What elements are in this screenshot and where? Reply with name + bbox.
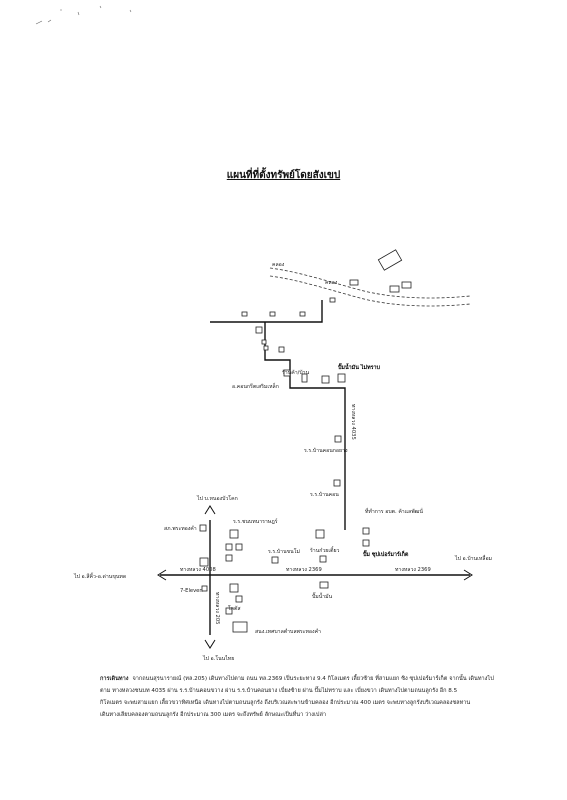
- gas-ptt-label: ปั๊มน้ำมัน: [312, 592, 333, 600]
- canal: [269, 267, 471, 307]
- directions-heading: การเดินทาง: [100, 676, 129, 682]
- school-pranat-label: ร.ร.ชนบทนาราษฎร์: [233, 518, 278, 525]
- building: [315, 529, 325, 539]
- to-south-label: ไป อ.โนนไทย: [202, 654, 234, 662]
- road-4035-label: ทางหลวง 4035: [350, 404, 356, 440]
- gas-station-label: ปั๊ม ซุปเปอร์มาร์เก็ต: [363, 550, 409, 558]
- arrow-east-icon: [463, 569, 473, 581]
- restaurant-label: ร้านก๋วยเตี๋ยว: [310, 546, 340, 554]
- building: [232, 621, 248, 633]
- building: [201, 585, 208, 592]
- school-ban-khon-ko-yang-label: ร.ร.บ้านคอนกอยาง: [304, 447, 348, 454]
- school-community-label: อ.คอนกรีตเสริมเหล็ก: [232, 382, 279, 390]
- building: [225, 543, 233, 551]
- building: [271, 556, 279, 564]
- seven-eleven-label: 7-Eleven: [180, 588, 203, 594]
- road-north: [210, 300, 323, 323]
- directions-line-1: จากถนนสุรนารายณ์ (ทล.205) เดินทางไปตาม ถ…: [132, 676, 494, 682]
- lotus-label: โลตัส: [228, 605, 241, 612]
- building: [263, 345, 269, 351]
- building: [283, 369, 291, 377]
- building: [319, 581, 329, 589]
- directions-line-4: เดินทางเลียบคลองตามถนนลูกรัง อีกประมาณ 3…: [100, 712, 327, 718]
- building: [255, 326, 263, 334]
- school-small-label: ร.ร.บ้านขนโม่: [268, 548, 300, 555]
- arrow-south-icon: [204, 639, 216, 649]
- building: [299, 311, 306, 317]
- building: [362, 527, 370, 535]
- directions-text: การเดินทางจากถนนสุรนารายณ์ (ทล.205) เดิน…: [100, 673, 500, 721]
- building: [269, 311, 276, 317]
- building: [229, 529, 239, 539]
- building: [199, 557, 209, 567]
- building: [199, 524, 207, 532]
- building: [229, 583, 239, 593]
- building: [389, 285, 400, 293]
- road-205-label: ทางหลวง 205: [214, 592, 220, 624]
- school-ban-khon-label: ร.ร.บ้านคอน: [310, 491, 339, 498]
- canal-label-right: คลอง: [325, 280, 338, 286]
- scan-marks: [35, 5, 132, 25]
- building: [401, 281, 412, 289]
- building: [362, 539, 370, 547]
- building: [235, 595, 243, 603]
- building: [225, 554, 233, 562]
- building: [377, 249, 403, 271]
- road-2369-label-b: ทางหลวง 2369: [395, 567, 431, 573]
- building: [278, 346, 285, 353]
- police-station-label: สภ.พระทองคำ: [164, 525, 197, 532]
- building: [319, 555, 327, 563]
- map-title: แผนที่ที่ตั้งทรัพย์โดยสังเขป: [226, 170, 341, 181]
- road-2369-label-a: ทางหลวง 2369: [286, 567, 322, 573]
- building: [301, 373, 308, 383]
- building: [225, 607, 233, 615]
- building: [235, 543, 243, 551]
- to-west-label: ไป อ.สีคิ้ว-อ.ด่านขุนทด: [73, 572, 126, 580]
- shop-label: ร้านค้า/บ้าน: [282, 369, 310, 376]
- directions-line-2: ตาม ทางหลวงชนบท 4035 ผ่าน ร.ร.บ้านคอนขวา…: [100, 688, 458, 694]
- building: [349, 279, 359, 286]
- arrow-north-icon: [204, 505, 216, 515]
- temple-store-label: ปั๊มน้ำมัน ไม่ทราบ: [338, 362, 381, 371]
- building: [337, 373, 346, 383]
- building: [321, 375, 330, 384]
- road-4035: [264, 322, 346, 530]
- office-tambon-label: ที่ทำการ อบต. ค้าแลพัฒนั่: [365, 508, 423, 515]
- arrow-west-icon: [157, 569, 167, 581]
- to-north-label: ไป บ.หนองบัวโคก: [196, 494, 238, 502]
- building: [241, 311, 248, 317]
- road-4008-label: ทางหลวง 4008: [180, 567, 216, 573]
- building: [333, 479, 341, 487]
- canal-label-left: คลอง: [272, 262, 285, 268]
- to-ban-luam-label: ไป อ.บ้านเหลื่อม: [454, 554, 492, 562]
- directions-line-3: กิโลเมตร จะพบสามแยก เลี้ยวขวาทิศเหนือ เด…: [100, 700, 471, 706]
- building: [329, 297, 336, 303]
- office-label: สนง.เทศบาลตำบลพระทองคำ: [255, 628, 321, 635]
- building: [261, 339, 267, 345]
- building: [334, 435, 342, 443]
